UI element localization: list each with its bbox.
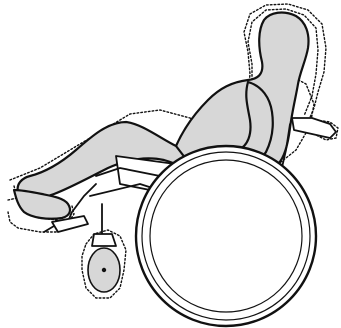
caster-hub <box>102 268 106 272</box>
rear-wheel-tire <box>136 146 316 326</box>
person-shoe <box>14 190 70 219</box>
caster-fork <box>92 234 116 246</box>
push-handle <box>292 118 336 138</box>
footplate-edge <box>44 226 54 232</box>
